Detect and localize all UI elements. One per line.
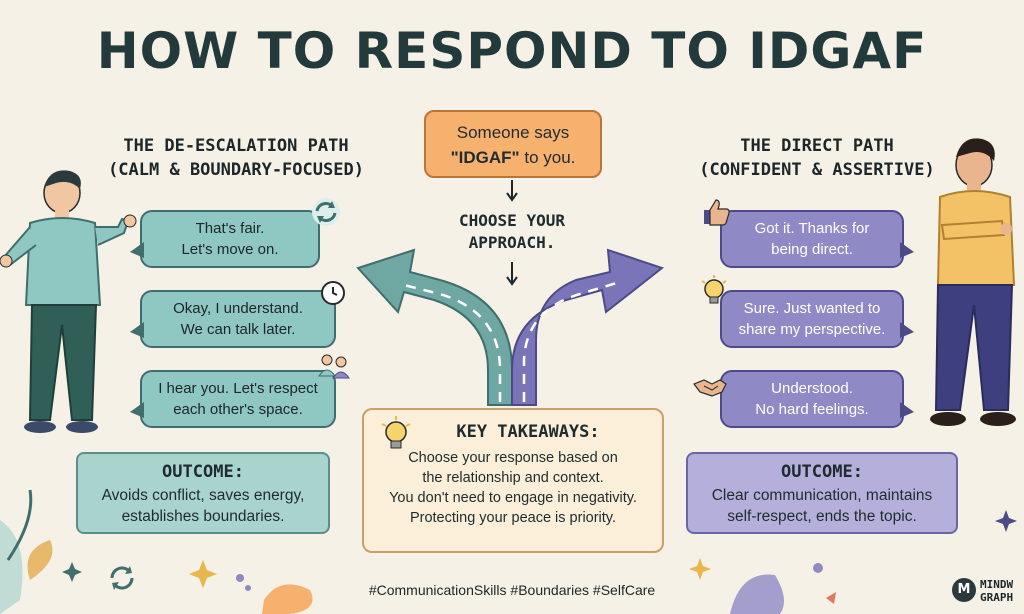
- blob-orange-bottom: [262, 584, 313, 614]
- refresh-icon: [312, 198, 340, 226]
- key-takeaways-heading: KEY TAKEAWAYS:: [456, 422, 600, 442]
- left-path-title: THE DE-ESCALATION PATH: [123, 136, 349, 156]
- trigger-box: Someone says "IDGAF" to you.: [424, 110, 602, 178]
- deescalation-outcome-box: OUTCOME: Avoids conflict, saves energy, …: [76, 452, 330, 534]
- outcome-heading: OUTCOME:: [162, 462, 244, 482]
- trigger-quote: "IDGAF": [450, 148, 520, 167]
- direct-bubble-2: Sure. Just wanted to share my perspectiv…: [720, 290, 914, 348]
- lightbulb-icon: [381, 416, 411, 449]
- bubble-line: We can talk later.: [180, 321, 296, 338]
- outcome-heading: OUTCOME:: [781, 462, 863, 482]
- direct-bubble-3: Understood. No hard feelings.: [720, 370, 914, 428]
- lightbulb-icon: [701, 275, 727, 304]
- bubble-line: Okay, I understand.: [173, 300, 303, 317]
- teal-arrow-left: [356, 248, 513, 406]
- brand-line2: GRAPH: [980, 591, 1014, 604]
- purple-dash-line: [522, 280, 621, 402]
- sparkle-icon-3: [995, 510, 1017, 532]
- dot-decoration-1: [236, 574, 244, 582]
- choose-approach-label: CHOOSE YOUR APPROACH.: [432, 210, 592, 254]
- brand-name: MINDW GRAPH: [980, 578, 1013, 604]
- recycle-icon-bottom: [110, 566, 134, 590]
- sparkle-icon-1: [189, 560, 217, 588]
- bubble-line: That's fair.: [195, 220, 265, 237]
- deescalation-bubble-2: Okay, I understand. We can talk later.: [130, 290, 336, 348]
- leaf-stem-left: [6, 489, 33, 561]
- outcome-text: Avoids conflict, saves energy,: [101, 487, 305, 504]
- right-path-subtitle: (CONFIDENT & ASSERTIVE): [699, 160, 935, 180]
- takeaway-line: the relationship and context.: [422, 470, 604, 486]
- trigger-tail: to you.: [519, 148, 576, 167]
- bubble-line: I hear you. Let's respect: [158, 380, 318, 397]
- deescalation-bubble-3: I hear you. Let's respect each other's s…: [130, 370, 336, 428]
- takeaway-line: Protecting your peace is priority.: [409, 510, 617, 526]
- leaf-purple-bottom: [730, 574, 784, 614]
- bubble-line: share my perspective.: [738, 321, 886, 338]
- thumbs-up-icon: [704, 199, 730, 226]
- assertive-person-illustration: [930, 138, 1016, 426]
- brand-logo-icon: M: [952, 578, 976, 602]
- handshake-icon: [693, 379, 727, 397]
- triangle-decoration: [826, 592, 836, 604]
- bubble-line: Understood.: [771, 380, 853, 397]
- calm-person-illustration: [0, 170, 137, 433]
- bubble-line: each other's space.: [173, 401, 303, 418]
- left-path-subtitle: (CALM & BOUNDARY-FOCUSED): [108, 160, 364, 180]
- bubble-line: Got it. Thanks for: [754, 220, 870, 237]
- trigger-line1: Someone says: [456, 123, 570, 142]
- choose-line2: APPROACH.: [468, 233, 556, 252]
- bubble-line: being direct.: [771, 241, 853, 258]
- left-path-heading: THE DE-ESCALATION PATH (CALM & BOUNDARY-…: [96, 134, 376, 182]
- purple-arrow-right: [511, 248, 665, 406]
- people-icon: [318, 354, 350, 379]
- takeaway-line: You don't need to engage in negativity.: [389, 490, 637, 506]
- clock-icon: [321, 281, 345, 305]
- dot-decoration-2: [245, 585, 251, 591]
- bubble-line: Let's move on.: [181, 241, 279, 258]
- right-path-heading: THE DIRECT PATH (CONFIDENT & ASSERTIVE): [682, 134, 952, 182]
- right-path-title: THE DIRECT PATH: [740, 136, 894, 156]
- brand-line1: MINDW: [980, 578, 1014, 591]
- takeaway-line: Choose your response based on: [408, 450, 618, 466]
- leaf-orange-left: [27, 540, 53, 580]
- direct-bubble-1: Got it. Thanks for being direct.: [720, 210, 914, 268]
- sparkle-icon-2: [689, 558, 711, 580]
- choose-line1: CHOOSE YOUR: [459, 211, 565, 230]
- outcome-text: Clear communication, maintains: [711, 487, 933, 504]
- direct-outcome-box: OUTCOME: Clear communication, maintains …: [686, 452, 958, 534]
- teal-dash-line: [399, 282, 502, 402]
- down-arrow-icon: [506, 262, 518, 286]
- leaf-decoration-left: [0, 520, 23, 614]
- bubble-line: No hard feelings.: [755, 401, 869, 418]
- outcome-text: establishes boundaries.: [121, 508, 285, 525]
- dot-decoration-3: [813, 563, 823, 573]
- bubble-line: Sure. Just wanted to: [743, 300, 881, 317]
- down-arrow-icon: [506, 180, 518, 202]
- deescalation-bubble-1: That's fair. Let's move on.: [130, 210, 320, 268]
- sparkle-icon-4: [62, 562, 82, 582]
- fork-arrows: [356, 248, 665, 406]
- hashtags: #CommunicationSkills #Boundaries #SelfCa…: [368, 582, 656, 598]
- page-title: HOW TO RESPOND TO IDGAF: [96, 22, 928, 80]
- key-takeaways-box: KEY TAKEAWAYS: Choose your response base…: [362, 408, 664, 553]
- outcome-text: self-respect, ends the topic.: [727, 508, 917, 525]
